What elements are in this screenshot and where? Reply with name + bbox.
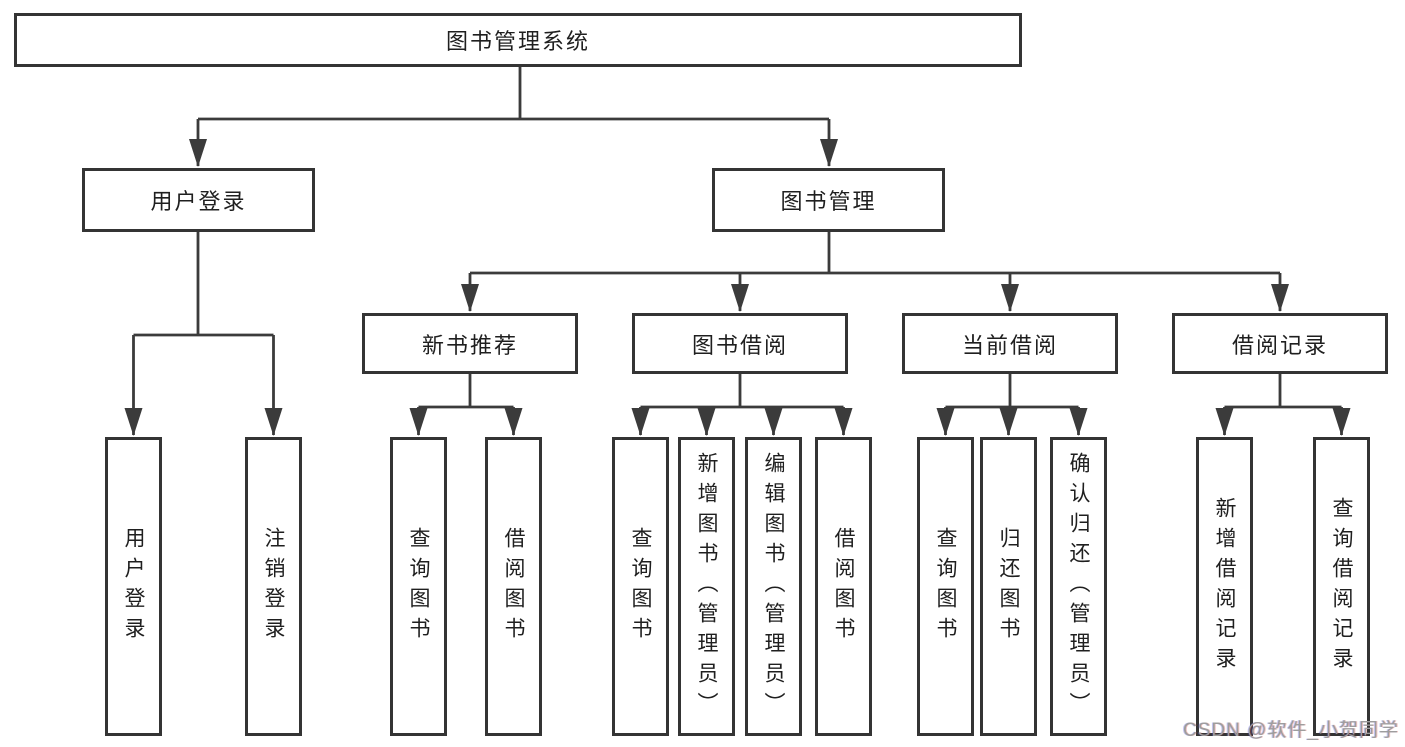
node-recommend-query-books: 查询图书 [390, 437, 447, 736]
node-records-query-borrow-record: 查询借阅记录 [1313, 437, 1370, 736]
node-label: 用户登录 [122, 526, 145, 647]
node-logout-action: 注销登录 [245, 437, 302, 736]
node-library-management-system: 图书管理系统 [14, 13, 1022, 67]
node-label: 查询图书 [407, 526, 430, 647]
node-new-book-recommend: 新书推荐 [362, 313, 578, 374]
node-user-login: 用户登录 [82, 168, 315, 232]
node-label: 归还图书 [997, 526, 1020, 647]
node-label: 图书管理系统 [445, 29, 590, 54]
node-label: 查询图书 [629, 526, 652, 647]
node-current-borrowing: 当前借阅 [902, 313, 1118, 374]
node-recommend-borrow-books: 借阅图书 [485, 437, 542, 736]
node-label: 图书管理 [780, 189, 877, 214]
node-current-confirm-return-admin: 确认归还（管理员） [1050, 437, 1107, 736]
connector-borrowing-records-branch [1215, 373, 1351, 436]
node-book-borrowing: 图书借阅 [632, 313, 848, 374]
connector-user-login-branch [124, 232, 283, 436]
node-label: 图书借阅 [691, 332, 788, 358]
connector-book-borrowing-branch [631, 373, 853, 436]
node-label: 当前借阅 [961, 332, 1058, 358]
csdn-watermark: CSDN @软件_小贺同学 [1183, 720, 1399, 741]
connector-book-management-branch [461, 232, 1289, 312]
node-label: 确认归还（管理员） [1067, 451, 1090, 722]
node-label: 新书推荐 [421, 332, 518, 358]
node-borrowing-records: 借阅记录 [1172, 313, 1388, 374]
node-borrowing-borrow-books: 借阅图书 [815, 437, 872, 736]
node-borrowing-query-books: 查询图书 [612, 437, 669, 736]
node-label: 新增图书（管理员） [695, 451, 718, 722]
node-current-query-books: 查询图书 [917, 437, 974, 736]
node-borrowing-add-books-admin: 新增图书（管理员） [678, 437, 735, 736]
node-label: 查询借阅记录 [1330, 496, 1353, 677]
node-label: 借阅记录 [1231, 332, 1328, 358]
node-borrowing-edit-books-admin: 编辑图书（管理员） [745, 437, 802, 736]
connector-root-to-level2 [189, 67, 838, 167]
node-user-login-action: 用户登录 [105, 437, 162, 736]
node-label: 用户登录 [150, 189, 247, 214]
node-label: 注销登录 [262, 526, 285, 647]
node-label: 借阅图书 [502, 526, 525, 647]
node-label: 查询图书 [934, 526, 957, 647]
node-records-add-borrow-record: 新增借阅记录 [1196, 437, 1253, 736]
node-label: 借阅图书 [832, 526, 855, 647]
connector-new-book-recommend-branch [409, 373, 523, 436]
node-label: 编辑图书（管理员） [762, 451, 785, 722]
node-current-return-books: 归还图书 [980, 437, 1037, 736]
node-label: 新增借阅记录 [1213, 496, 1236, 677]
node-book-management: 图书管理 [712, 168, 945, 232]
connector-current-borrowing-branch [936, 373, 1088, 436]
